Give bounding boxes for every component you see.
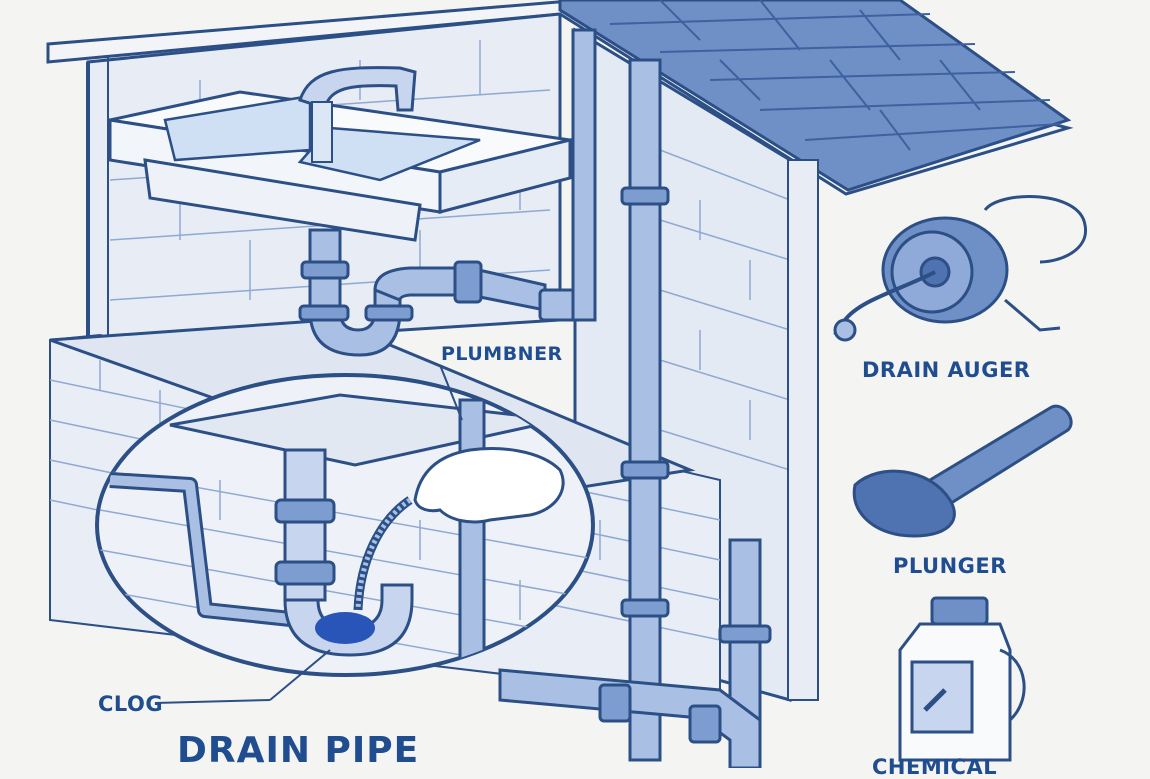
plunger-label: PLUNGER xyxy=(893,554,1007,578)
clog-label: CLOG xyxy=(98,692,164,716)
magnified-inset xyxy=(95,364,595,704)
drain-pipe-title: DRAIN PIPE xyxy=(177,730,420,771)
hand-icon xyxy=(413,447,565,524)
chemical-bottle-icon xyxy=(898,596,1026,762)
plunger-icon xyxy=(852,404,1073,538)
roof xyxy=(46,0,1074,196)
chemical-label: CHEMICAL xyxy=(872,755,998,779)
plumber-label: PLUMBNER xyxy=(441,343,563,365)
vertical-pipes xyxy=(498,28,772,768)
drain-auger-icon xyxy=(833,195,1087,342)
drain-auger-label: DRAIN AUGER xyxy=(862,358,1031,382)
clog-blob xyxy=(315,612,375,644)
sink xyxy=(108,66,572,242)
